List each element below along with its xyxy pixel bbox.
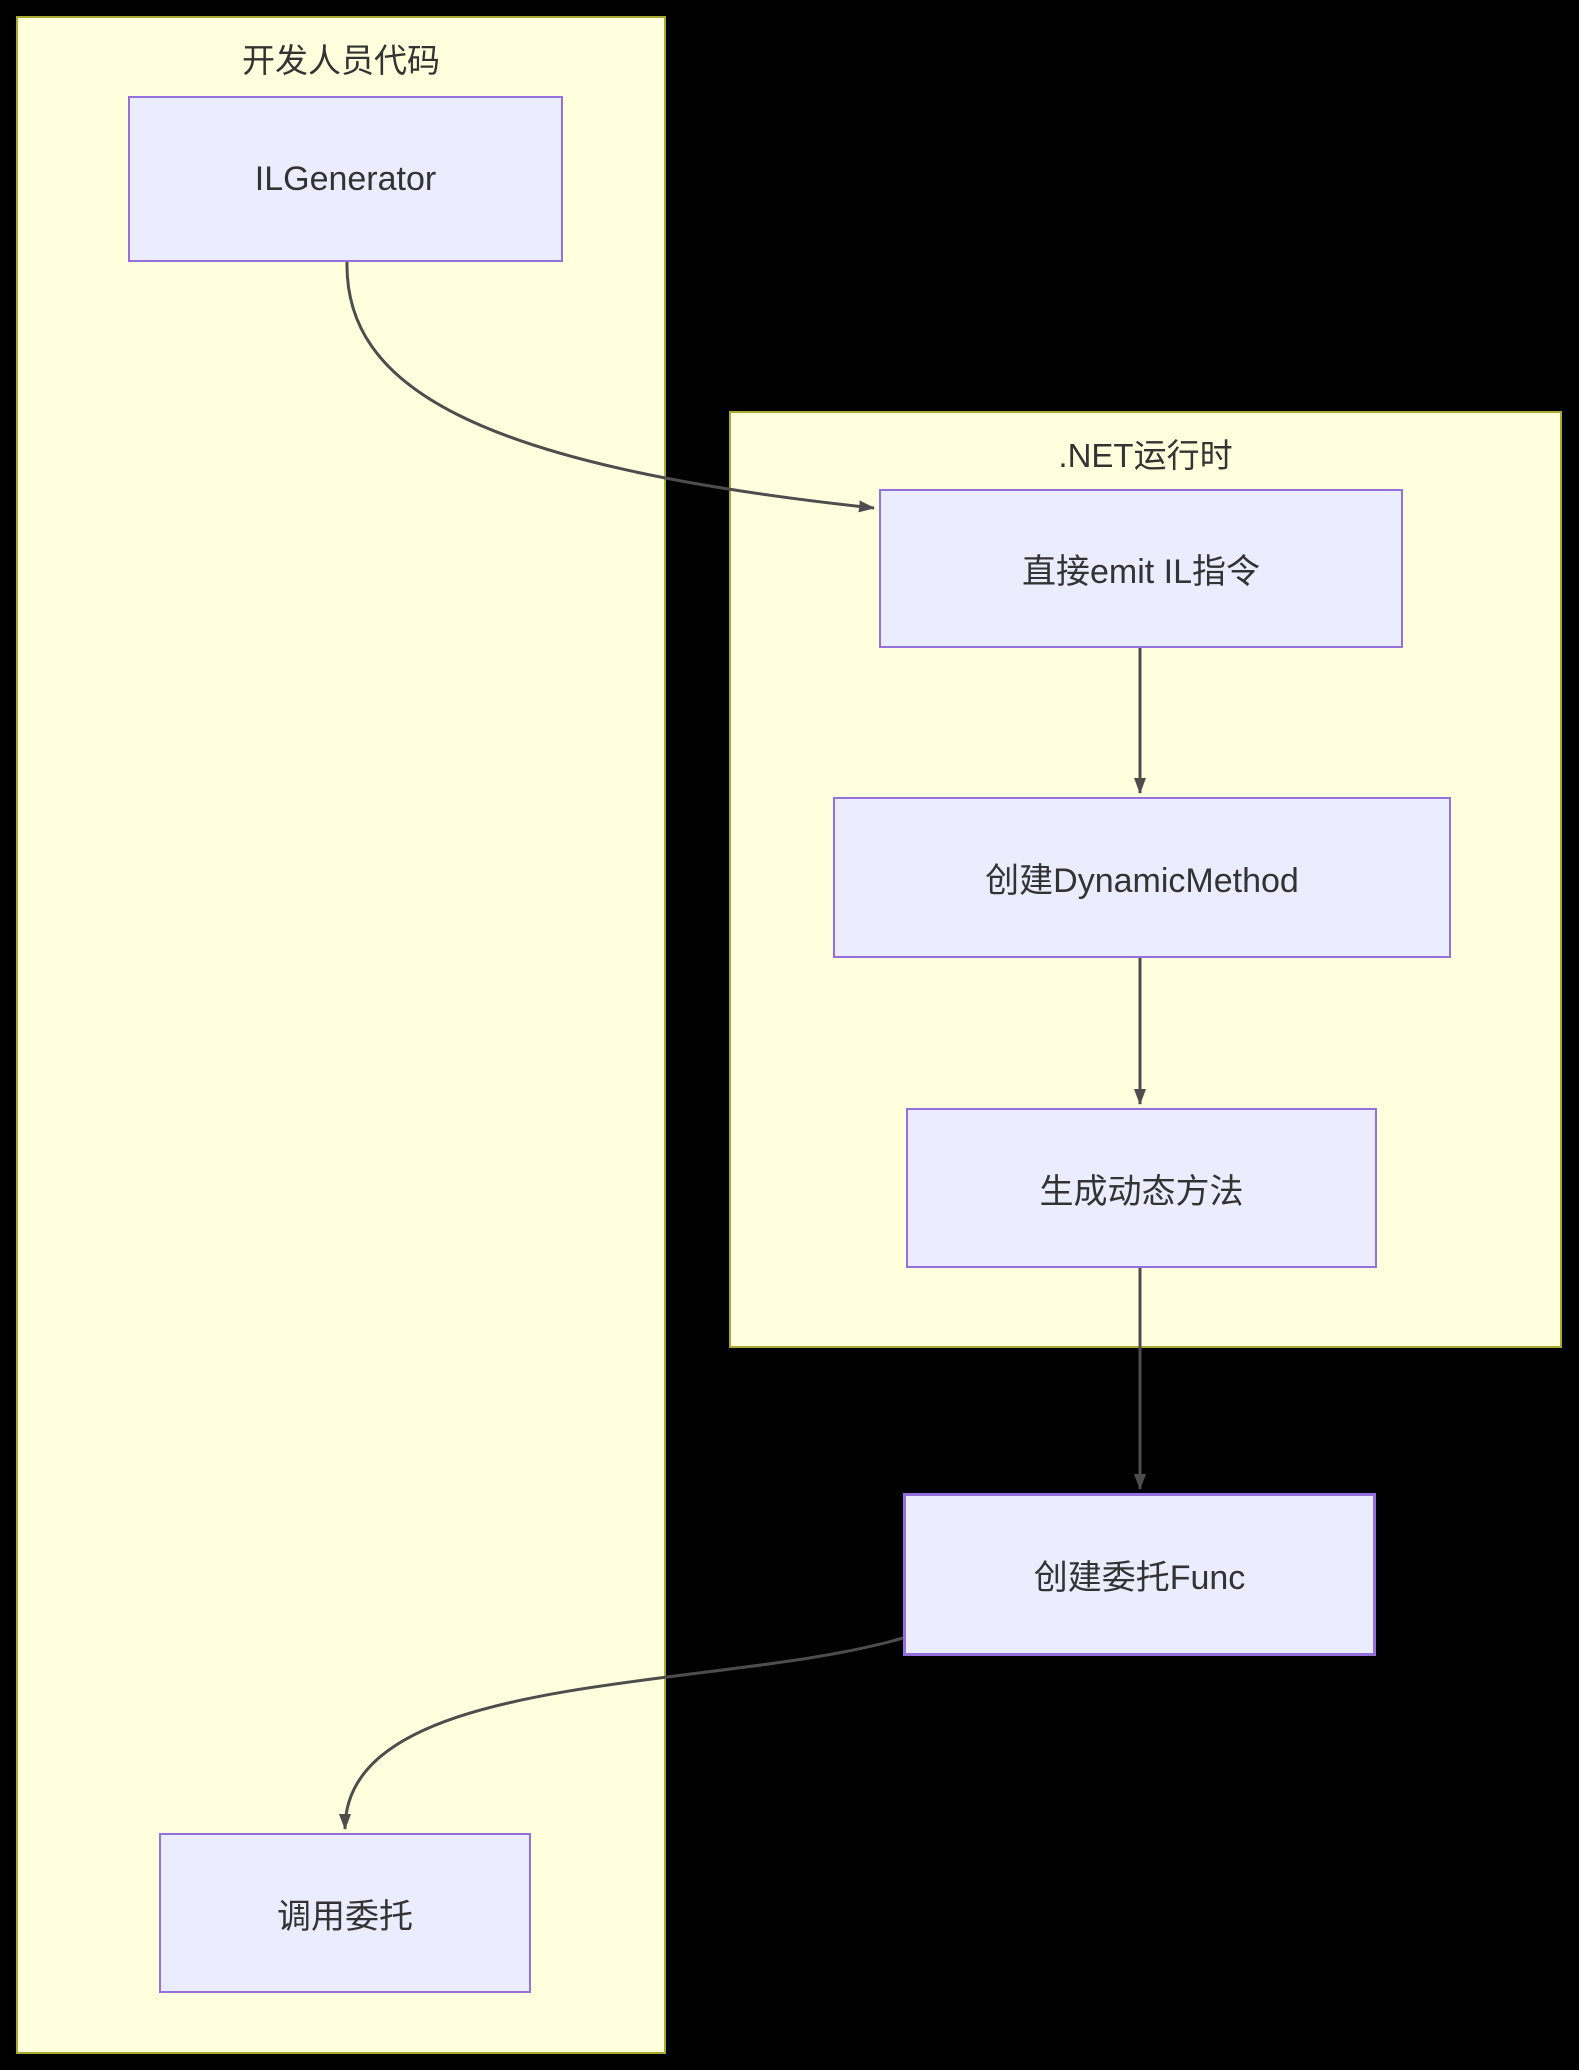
node-create-delegate-func-label: 创建委托Func	[1033, 1559, 1246, 1597]
node-create-delegate-func: 创建委托Func	[903, 1493, 1376, 1656]
container-dotnet-runtime-title: .NET运行时	[1058, 437, 1233, 474]
node-emit-il-label: 直接emit IL指令	[1021, 553, 1261, 591]
container-developer-code-title: 开发人员代码	[242, 42, 440, 79]
node-invoke-delegate-label: 调用委托	[277, 1897, 413, 1936]
node-ilgenerator: ILGenerator	[128, 96, 563, 262]
node-generate-dynamic-method: 生成动态方法	[906, 1108, 1377, 1268]
node-create-dynamicmethod: 创建DynamicMethod	[833, 797, 1451, 958]
node-ilgenerator-label: ILGenerator	[254, 159, 437, 198]
node-invoke-delegate: 调用委托	[159, 1833, 531, 1993]
container-developer-code: 开发人员代码	[16, 16, 666, 2054]
node-emit-il: 直接emit IL指令	[879, 489, 1403, 648]
node-generate-dynamic-method-label: 生成动态方法	[1039, 1172, 1244, 1211]
node-create-dynamicmethod-label: 创建DynamicMethod	[985, 862, 1299, 900]
